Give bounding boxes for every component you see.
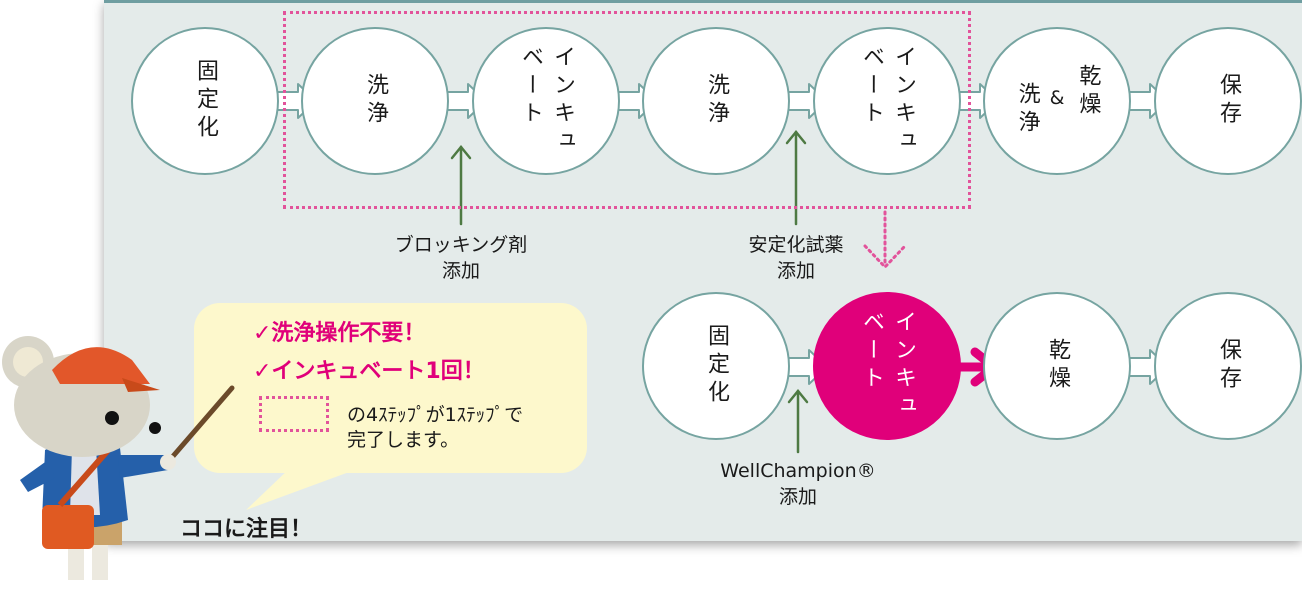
attention-label: ココに注目！ [180,517,313,542]
step-label: ベート [859,310,884,394]
step-label: 洗浄 [363,73,388,129]
single-incubation-check: ✓インキュベート1回！ [253,359,485,384]
step-dry-new: 乾燥 [983,292,1131,440]
step-joiner: & [1049,87,1065,109]
step-label: 固定化 [193,59,218,143]
step-incubate-1: インキュ ベート [472,27,620,175]
step-label: 乾燥 [1075,64,1101,120]
blocking-agent-label: ブロッキング剤 添加 [394,234,528,282]
step-wash-1: 洗浄 [301,27,449,175]
step-label: インキュ [891,310,916,422]
step-label: 洗浄 [1014,82,1040,138]
callout-pointer [246,468,360,510]
step-label: ベート [859,45,884,129]
step-label: 保存 [1216,73,1241,129]
replaced-steps-box [283,11,971,209]
step-incubate-2: インキュ ベート [813,27,961,175]
legend-dotted-box [259,396,329,432]
step-label: 乾燥 [1045,338,1070,394]
wellchampion-label: WellChampion® 添加 [720,460,876,508]
transition-arrow [863,210,907,270]
step-store-new: 保存 [1154,292,1302,440]
step-wash-dry: 洗浄 & 乾燥 [983,27,1131,175]
callout-bubble [194,303,587,473]
no-wash-check: ✓洗浄操作不要！ [253,321,426,346]
callout-note: の4ｽﾃｯﾌﾟが1ｽﾃｯﾌﾟで 完了します。 [347,403,523,453]
step-store-1: 保存 [1154,27,1302,175]
step-label: 固定化 [704,324,729,408]
step-fixation-new: 固定化 [642,292,790,440]
step-incubate-new: インキュ ベート [813,292,961,440]
annotation-arrows [450,130,809,454]
step-label: 保存 [1216,338,1241,394]
step-fixation: 固定化 [131,27,279,175]
stabilizer-label: 安定化試薬 添加 [748,234,844,282]
panel-top-edge [104,0,1302,3]
note-line: の4ｽﾃｯﾌﾟが1ｽﾃｯﾌﾟで [347,404,524,426]
step-label: インキュ [550,45,575,157]
step-label: ベート [518,45,543,129]
step-label: インキュ [891,45,916,157]
note-line: 完了します。 [347,429,460,451]
step-wash-2: 洗浄 [642,27,790,175]
step-label: 洗浄 [704,73,729,129]
